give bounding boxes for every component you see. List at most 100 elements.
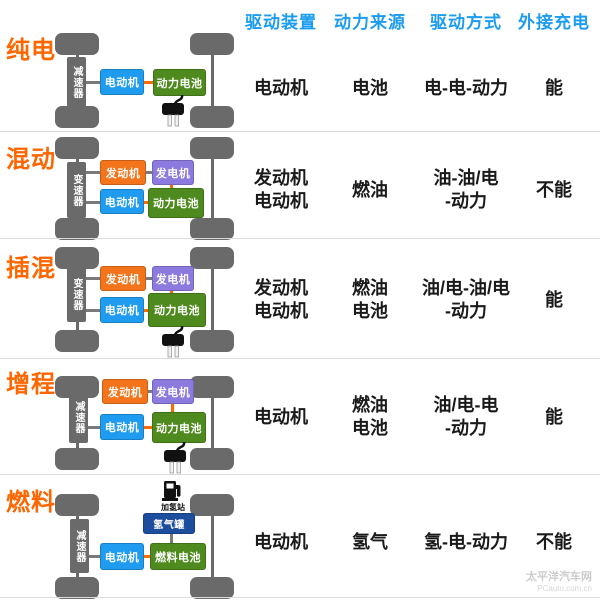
cell-drive-mode: 电-电-动力 (424, 77, 508, 98)
battery-box: 动力电池 (148, 293, 206, 327)
wheel-icon (190, 330, 234, 352)
watermark-site-url: PCauto.com.cn (537, 584, 592, 593)
motor-box: 电动机 (100, 189, 144, 214)
hydrogen-station-label: 加氢站 (161, 503, 185, 512)
wheel-icon (190, 448, 234, 470)
wheel-icon (190, 577, 234, 599)
reducer-box: 减速器 (70, 519, 89, 573)
engine-box: 发动机 (102, 379, 148, 404)
row-label: 混动 (6, 146, 56, 173)
row-label: 燃料 (6, 489, 56, 516)
watermark-site-name: 太平洋汽车网 (526, 571, 592, 583)
fuel-cell-box: 燃料电池 (150, 543, 206, 570)
link-tank-fuelcell (170, 534, 173, 543)
wheel-icon (55, 330, 99, 352)
generator-box: 发电机 (152, 379, 194, 404)
engine-box: 发动机 (100, 160, 146, 185)
watermark: 太平洋汽车网 PCauto.com.cn (526, 572, 592, 594)
axle-line (211, 44, 214, 117)
link-reducer-motor (86, 81, 100, 84)
cell-power-source: 燃油 (352, 179, 388, 200)
link-generator-battery (171, 404, 174, 412)
generator-box: 发电机 (152, 160, 194, 185)
axle-line (211, 258, 214, 341)
link-motor-battery (144, 426, 152, 429)
motor-box: 电动机 (100, 69, 144, 95)
cell-drive-mode: 氢-电-动力 (424, 531, 508, 552)
motor-box: 电动机 (100, 543, 144, 570)
generator-box: 发电机 (152, 266, 194, 291)
transmission-box: 变速器 (67, 162, 86, 218)
link-motor-battery (144, 81, 153, 84)
wheel-icon (190, 218, 234, 240)
hydrogen-tank-box: 氢气罐 (143, 513, 195, 534)
cell-power-source: 电池 (352, 77, 388, 98)
column-header-external-charging: 外接充电 (518, 12, 590, 32)
column-header-drive-device: 驱动装置 (245, 12, 317, 32)
motor-box: 电动机 (100, 414, 144, 440)
row-fuel-cell: 燃料 加氢站 氢气罐 减速器 电动机 燃料电池 电动机 氢气 氢-电-动力 不能 (0, 474, 600, 600)
hydrogen-station-pump-icon (162, 481, 181, 501)
battery-box: 动力电池 (153, 69, 206, 96)
row-divider (0, 238, 600, 239)
wheel-icon (190, 106, 234, 128)
cell-power-source: 燃油 电池 (352, 278, 388, 321)
link-transmission-motor (86, 201, 100, 204)
cell-drive-device: 发动机 电动机 (254, 278, 308, 321)
row-range-extender: 增程 发动机 发电机 减速器 电动机 动力电池 电动机 燃油 电池 油/电-电 … (0, 358, 600, 474)
charging-plug-icon (162, 95, 184, 127)
link-reducer-motor (89, 555, 100, 558)
cell-external-charging: 不能 (536, 179, 572, 200)
cell-external-charging: 不能 (536, 531, 572, 552)
bottom-divider (0, 597, 600, 598)
link-motor-battery (144, 201, 148, 204)
row-hybrid: 混动 变速器 发动机 发电机 电动机 动力电池 发动机 电动机 燃油 油-油/电… (0, 131, 600, 240)
link-transmission-motor (86, 309, 100, 312)
wheel-icon (55, 218, 99, 240)
wheel-icon (55, 448, 99, 470)
axle-line (211, 148, 214, 229)
cell-drive-mode: 油/电-油/电 -动力 (422, 278, 510, 321)
cell-external-charging: 能 (545, 77, 563, 98)
link-generator-battery (170, 185, 173, 189)
cell-external-charging: 能 (545, 406, 563, 427)
link-engine-generator (148, 390, 152, 393)
wheel-icon (55, 577, 99, 599)
charging-plug-icon (162, 326, 184, 358)
row-label: 纯电 (6, 37, 56, 64)
cell-drive-device: 电动机 (254, 531, 308, 552)
link-engine-generator (146, 171, 152, 174)
link-reducer-motor (88, 426, 100, 429)
charging-plug-icon (164, 442, 186, 474)
cell-power-source: 燃油 电池 (352, 395, 388, 438)
engine-box: 发动机 (100, 266, 146, 291)
link-motor-fuelcell (144, 555, 150, 558)
row-label: 增程 (6, 371, 56, 398)
column-header-drive-mode: 驱动方式 (430, 12, 502, 32)
battery-box: 动力电池 (148, 188, 204, 218)
cell-power-source: 氢气 (352, 531, 388, 552)
row-divider (0, 474, 600, 475)
row-divider (0, 358, 600, 359)
cell-drive-device: 电动机 (254, 77, 308, 98)
cell-drive-mode: 油-油/电 -动力 (433, 168, 499, 211)
wheel-icon (55, 106, 99, 128)
reducer-box: 减速器 (69, 391, 88, 443)
link-engine-generator (146, 277, 152, 280)
motor-box: 电动机 (100, 297, 144, 323)
axle-line (211, 505, 214, 588)
column-header-power-source: 动力来源 (334, 12, 406, 32)
reducer-box: 减速器 (67, 57, 86, 107)
row-plugin-hybrid: 插混 变速器 发动机 发电机 电动机 动力电池 发动机 电动机 燃油 电池 油/… (0, 238, 600, 358)
axle-line (211, 387, 214, 459)
cell-drive-device: 发动机 电动机 (254, 168, 308, 211)
link-motor-battery (144, 309, 148, 312)
battery-box: 动力电池 (152, 412, 206, 443)
transmission-box: 变速器 (67, 266, 86, 322)
row-divider (0, 131, 600, 132)
link-transmission-engine (86, 277, 100, 280)
row-pure-electric: 纯电 减速器 电动机 动力电池 电动机 电池 电-电-动力 能 (0, 0, 600, 131)
cell-drive-device: 电动机 (254, 406, 308, 427)
cell-drive-mode: 油/电-电 -动力 (433, 395, 499, 438)
